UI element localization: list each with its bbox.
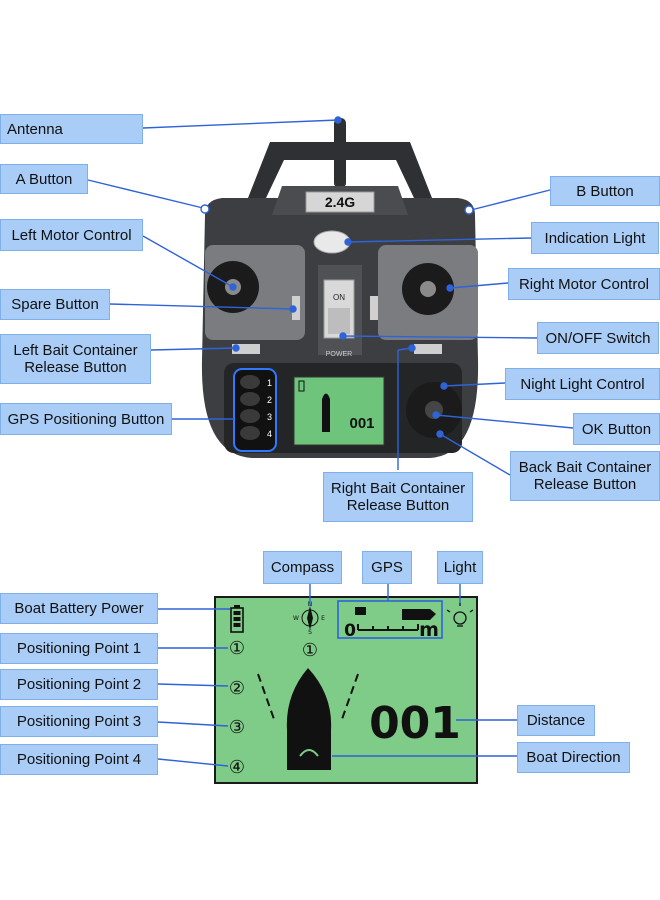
callout-point-2-text: Positioning Point 2 bbox=[16, 676, 142, 693]
callout-indication-light-text: Indication Light bbox=[544, 229, 646, 247]
callout-spare-button-text: Spare Button bbox=[11, 296, 99, 313]
gps-key-4: 4 bbox=[267, 429, 272, 439]
callout-point-2: Positioning Point 2 bbox=[0, 669, 158, 700]
callout-right-motor: Right Motor Control bbox=[508, 268, 660, 300]
gps-status-area: 0 m bbox=[337, 600, 443, 641]
mini-boat-icon bbox=[402, 609, 436, 620]
callout-boat-battery: Boat Battery Power bbox=[0, 593, 158, 624]
callout-light-text: Light bbox=[443, 559, 477, 576]
callout-boat-battery-text: Boat Battery Power bbox=[14, 600, 144, 617]
callout-a-button-text: A Button bbox=[15, 170, 73, 188]
callout-boat-direction-text: Boat Direction bbox=[526, 749, 621, 766]
remote-controller: 2.4G ON POWER 1 2 3 4 bbox=[201, 118, 479, 458]
callout-left-bait-line2: Release Button bbox=[24, 359, 127, 376]
callout-spare-button: Spare Button bbox=[0, 289, 110, 320]
callout-compass-text: Compass bbox=[270, 559, 335, 576]
point-4: ④ bbox=[229, 757, 245, 778]
callout-night-light: Night Light Control bbox=[505, 368, 660, 400]
callout-antenna-text: Antenna bbox=[7, 120, 63, 138]
callout-indication-light: Indication Light bbox=[531, 222, 659, 254]
callout-onoff-switch-text: ON/OFF Switch bbox=[545, 329, 651, 347]
callout-right-motor-text: Right Motor Control bbox=[518, 275, 650, 293]
callout-distance: Distance bbox=[517, 705, 595, 736]
callout-gps-button-text: GPS Positioning Button bbox=[7, 410, 165, 428]
compass-s: S bbox=[308, 629, 312, 636]
battery-icon bbox=[230, 605, 244, 633]
gps-key-2: 2 bbox=[267, 395, 272, 405]
point-2: ② bbox=[229, 678, 245, 699]
mini-screen bbox=[293, 376, 385, 446]
point-1: ① bbox=[229, 638, 245, 659]
callout-ok-button-text: OK Button bbox=[581, 420, 652, 438]
gps-satellite-icon bbox=[355, 607, 366, 615]
callout-point-4-text: Positioning Point 4 bbox=[16, 751, 142, 768]
gps-scale-unit: m bbox=[419, 619, 439, 641]
screen-frame bbox=[214, 596, 478, 784]
carry-handle bbox=[248, 142, 432, 198]
callout-point-1-text: Positioning Point 1 bbox=[16, 640, 142, 657]
switch-power-label: POWER bbox=[326, 351, 352, 358]
light-bulb-icon bbox=[446, 603, 474, 627]
callout-point-1: Positioning Point 1 bbox=[0, 633, 158, 664]
gps-scale-start: 0 bbox=[344, 621, 356, 641]
callout-night-light-text: Night Light Control bbox=[520, 375, 645, 393]
switch-on-label: ON bbox=[333, 293, 345, 302]
callout-left-bait: Left Bait Container Release Button bbox=[0, 334, 151, 384]
callout-ok-button: OK Button bbox=[573, 413, 660, 445]
callout-point-3: Positioning Point 3 bbox=[0, 706, 158, 737]
frequency-badge bbox=[305, 191, 375, 213]
callout-antenna: Antenna bbox=[0, 114, 143, 144]
left-bait-button bbox=[232, 344, 260, 354]
callout-boat-direction: Boat Direction bbox=[517, 742, 630, 773]
mini-distance: 001 bbox=[349, 415, 374, 432]
screen-leader-lines bbox=[157, 584, 517, 767]
callout-light: Light bbox=[437, 551, 483, 584]
callout-b-button: B Button bbox=[550, 176, 660, 206]
callout-point-4: Positioning Point 4 bbox=[0, 744, 158, 775]
callout-gps: GPS bbox=[362, 551, 412, 584]
gps-key-1: 1 bbox=[267, 378, 272, 388]
callout-left-bait-line1: Left Bait Container bbox=[13, 342, 138, 359]
gps-key-3: 3 bbox=[267, 412, 272, 422]
large-screen: N W E S 0 m ① ② ③ bbox=[214, 596, 478, 784]
callout-back-bait-line2: Release Button bbox=[533, 476, 637, 493]
compass-point: ① bbox=[302, 640, 318, 661]
callout-back-bait: Back Bait Container Release Button bbox=[510, 451, 660, 501]
compass-e: E bbox=[321, 615, 325, 622]
callout-back-bait-line1: Back Bait Container bbox=[518, 459, 652, 476]
right-bait-button bbox=[414, 344, 442, 354]
callout-onoff-switch: ON/OFF Switch bbox=[537, 322, 659, 354]
callout-b-button-text: B Button bbox=[576, 182, 634, 200]
frequency-label: 2.4G bbox=[325, 194, 355, 210]
spare-button-right bbox=[370, 296, 378, 320]
callout-left-motor-text: Left Motor Control bbox=[11, 226, 132, 244]
boat-direction-icon bbox=[286, 668, 332, 770]
callout-left-motor: Left Motor Control bbox=[0, 219, 143, 251]
callout-compass: Compass bbox=[263, 551, 342, 584]
callout-distance-text: Distance bbox=[526, 712, 586, 729]
callout-right-bait-line1: Right Bait Container bbox=[330, 480, 466, 497]
callout-a-button: A Button bbox=[0, 164, 88, 194]
compass-w: W bbox=[293, 615, 299, 622]
remote-leader-lines bbox=[87, 116, 574, 476]
point-3: ③ bbox=[229, 717, 245, 738]
distance-value: 001 bbox=[369, 698, 461, 749]
callout-gps-button: GPS Positioning Button bbox=[0, 403, 172, 435]
callout-right-bait: Right Bait Container Release Button bbox=[323, 472, 473, 522]
callout-gps-text: GPS bbox=[371, 559, 403, 576]
callout-right-bait-line2: Release Button bbox=[346, 497, 450, 514]
callout-point-3-text: Positioning Point 3 bbox=[16, 713, 142, 730]
